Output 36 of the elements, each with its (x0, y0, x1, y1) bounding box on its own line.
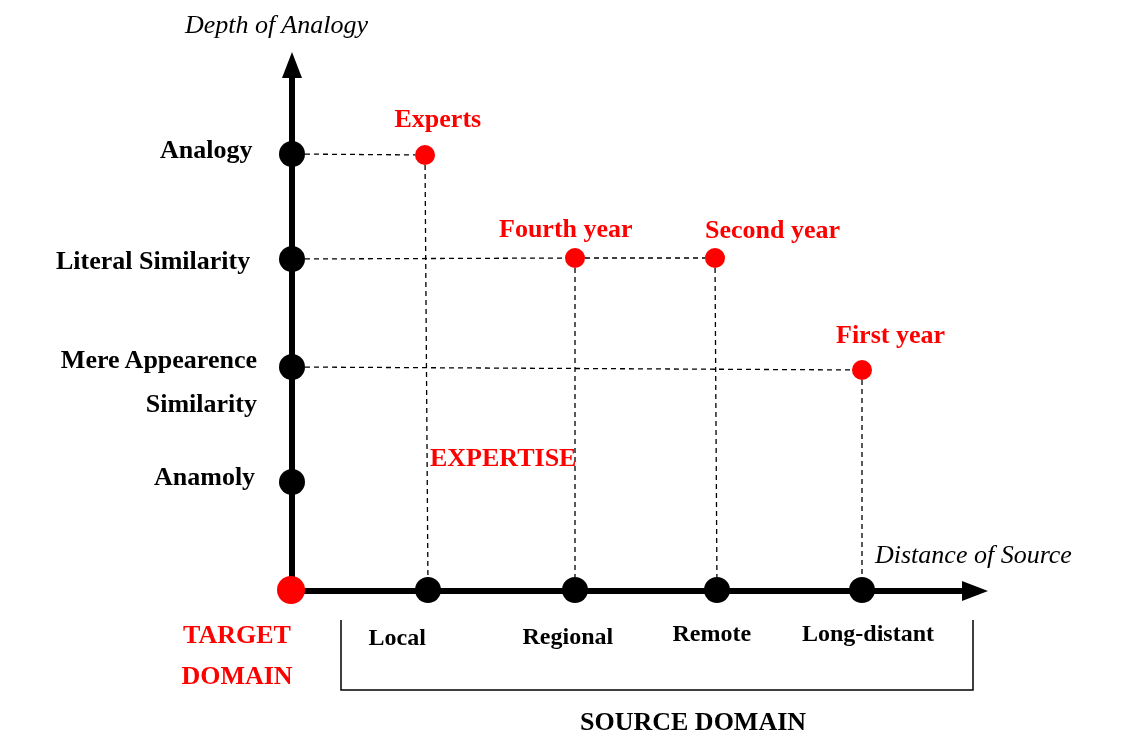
dashed-guide-line (574, 267, 576, 578)
dashed-guide-line (584, 257, 706, 259)
axis-title: Depth of Analogy (185, 9, 368, 41)
dashed-guide-line (304, 366, 853, 371)
axis-title: Distance of Source (875, 539, 1072, 571)
axis-tick-dot (279, 469, 305, 495)
axis-category-label: Literal Similarity (56, 245, 251, 277)
axis-category-label: Analogy (160, 134, 253, 166)
axis-category-label: Mere Appearence Similarity (59, 344, 257, 420)
axis-category-label: Remote (672, 619, 752, 648)
point-label: First year (836, 319, 945, 351)
axis-category-label: Regional (522, 622, 614, 651)
data-point (852, 360, 872, 380)
point-label: TARGET DOMAIN (180, 619, 294, 692)
data-point (277, 576, 305, 604)
dashed-guide-line (304, 153, 416, 156)
axis-tick-dot (279, 141, 305, 167)
axis-category-label: Long-distant (802, 619, 935, 648)
point-label: Fourth year (499, 213, 633, 245)
axis-tick-dot (704, 577, 730, 603)
dashed-guide-line (714, 267, 718, 578)
axis-tick-dot (562, 577, 588, 603)
axis-tick-dot (279, 354, 305, 380)
data-point (415, 145, 435, 165)
data-point (565, 248, 585, 268)
axis-category-label: Local (368, 623, 426, 652)
axis-tick-dot (279, 246, 305, 272)
bracket-label: SOURCE DOMAIN (580, 706, 807, 735)
axis-tick-dot (415, 577, 441, 603)
axis-category-label: Anamoly (154, 461, 256, 493)
point-label: Experts (394, 103, 482, 135)
data-point (705, 248, 725, 268)
dashed-guide-line (424, 164, 429, 578)
region-label: EXPERTISE (430, 442, 577, 474)
point-label: Second year (705, 214, 841, 246)
axis-tick-dot (849, 577, 875, 603)
